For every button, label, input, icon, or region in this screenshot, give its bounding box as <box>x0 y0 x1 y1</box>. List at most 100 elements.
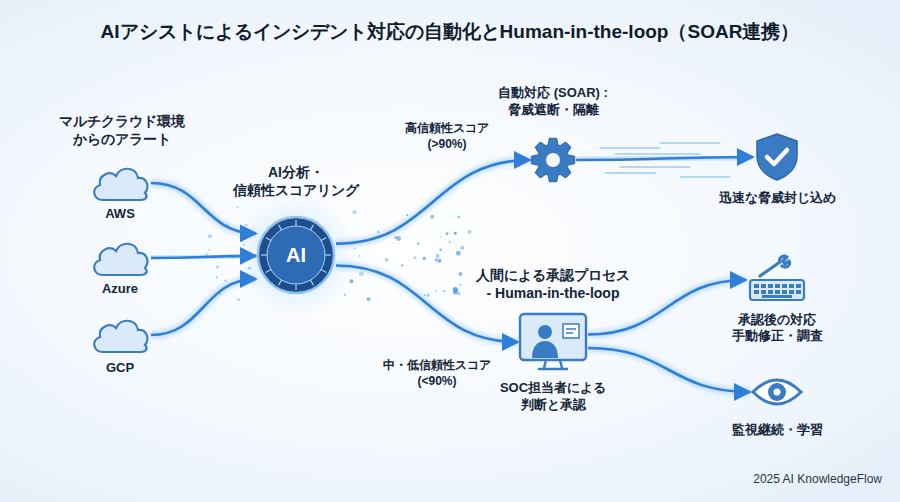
particle <box>453 287 458 292</box>
particle <box>224 279 226 281</box>
particle <box>424 294 426 296</box>
particle <box>377 231 379 233</box>
ai-icon <box>258 217 334 293</box>
circuit-line <box>295 220 296 226</box>
check-mark <box>767 150 787 164</box>
node-label: AI分析・ 信頼性スコアリング <box>221 163 371 199</box>
particle <box>344 294 347 297</box>
connector-glow <box>588 348 750 392</box>
tools-shape <box>746 256 808 304</box>
node-label: GCP <box>106 360 134 377</box>
node-label: AWS <box>105 206 135 223</box>
particle <box>216 265 219 268</box>
particle <box>449 241 451 243</box>
circuit-line <box>325 254 331 255</box>
particle <box>236 206 238 208</box>
connector-glow <box>336 160 530 244</box>
key <box>796 290 801 294</box>
gear-shape <box>530 137 576 183</box>
particle <box>436 254 440 258</box>
circuit-line <box>266 238 271 241</box>
connector <box>151 279 256 335</box>
key <box>754 284 759 288</box>
circuit-line <box>295 284 296 290</box>
key <box>796 284 801 288</box>
monitor-frame <box>520 314 586 360</box>
key <box>775 284 780 288</box>
particle <box>244 223 247 226</box>
particle <box>435 290 437 292</box>
cloud-outline <box>94 244 147 275</box>
group-heading: マルチクラウド環境 からのアラート <box>54 112 190 148</box>
cloud-outline <box>94 169 147 200</box>
node-label: 人間による承認プロセス - Human-in-the-loop <box>474 266 632 302</box>
key <box>761 284 766 288</box>
particle <box>457 215 460 218</box>
particle <box>439 249 441 251</box>
speed-line <box>600 147 660 148</box>
key <box>782 290 787 294</box>
speed-line <box>660 142 720 143</box>
edge-label: 中・低信頼性スコア (<90%) <box>376 358 498 389</box>
shield-outline <box>757 134 797 180</box>
iris <box>768 383 786 401</box>
space-key <box>762 295 792 298</box>
particle <box>237 298 240 301</box>
key <box>775 290 780 294</box>
person-body <box>532 341 558 358</box>
particle <box>359 255 361 257</box>
tools-icon <box>750 256 804 300</box>
circuit-line <box>321 238 326 241</box>
key <box>782 284 787 288</box>
monitor-stand <box>538 360 568 369</box>
cloud-shape <box>89 315 151 355</box>
eye-outline <box>753 380 801 404</box>
connector <box>576 157 753 160</box>
cloud-node: AWS <box>89 163 151 203</box>
cloud-node: Azure <box>89 238 151 278</box>
cloud-icon <box>94 169 147 200</box>
connector <box>588 348 750 392</box>
speed-line <box>680 176 730 177</box>
person-icon <box>520 314 586 369</box>
cloud-icon <box>94 244 147 275</box>
particle <box>385 258 389 262</box>
ai-node: AI分析・ 信頼性スコアリングAI <box>256 215 336 295</box>
particle <box>359 272 364 277</box>
particle <box>367 297 371 301</box>
particle <box>354 248 356 250</box>
screen-panel <box>563 324 579 338</box>
circuit-line <box>311 280 314 285</box>
eye-node: 監視継続・学習 <box>750 374 804 410</box>
circuit-line <box>279 225 282 230</box>
particle <box>414 256 417 259</box>
gear-node: 自動対応 (SOAR) : 脅威遮断・隔離 <box>530 137 576 183</box>
particle <box>426 293 429 296</box>
ai-core <box>267 226 325 284</box>
node-label: SOC担当者による 判断と承認 <box>487 380 619 414</box>
particle <box>406 214 408 216</box>
particle <box>446 232 449 235</box>
particle <box>458 292 461 295</box>
particle <box>208 249 210 251</box>
node-label: 承認後の対応 手動修正・調査 <box>725 312 829 345</box>
eye-shape <box>750 374 804 410</box>
cloud-shape <box>89 163 151 203</box>
connector <box>151 256 256 258</box>
particle <box>459 284 461 286</box>
circuit-line <box>311 225 314 230</box>
title: AIアシストによるインシデント対応の自動化とHuman-in-the-loop（… <box>0 20 900 45</box>
screen-lines <box>566 329 576 333</box>
connector <box>336 160 530 244</box>
person-head <box>538 325 552 339</box>
particle <box>430 215 434 219</box>
gear-hole <box>546 153 560 167</box>
node-label: 迅速な脅威封じ込め <box>719 190 836 207</box>
speed-line <box>605 172 655 173</box>
key <box>789 290 794 294</box>
cloud-outline <box>94 321 147 352</box>
circuit-line <box>261 254 267 255</box>
circuit-line <box>321 270 326 273</box>
particle <box>248 266 252 270</box>
